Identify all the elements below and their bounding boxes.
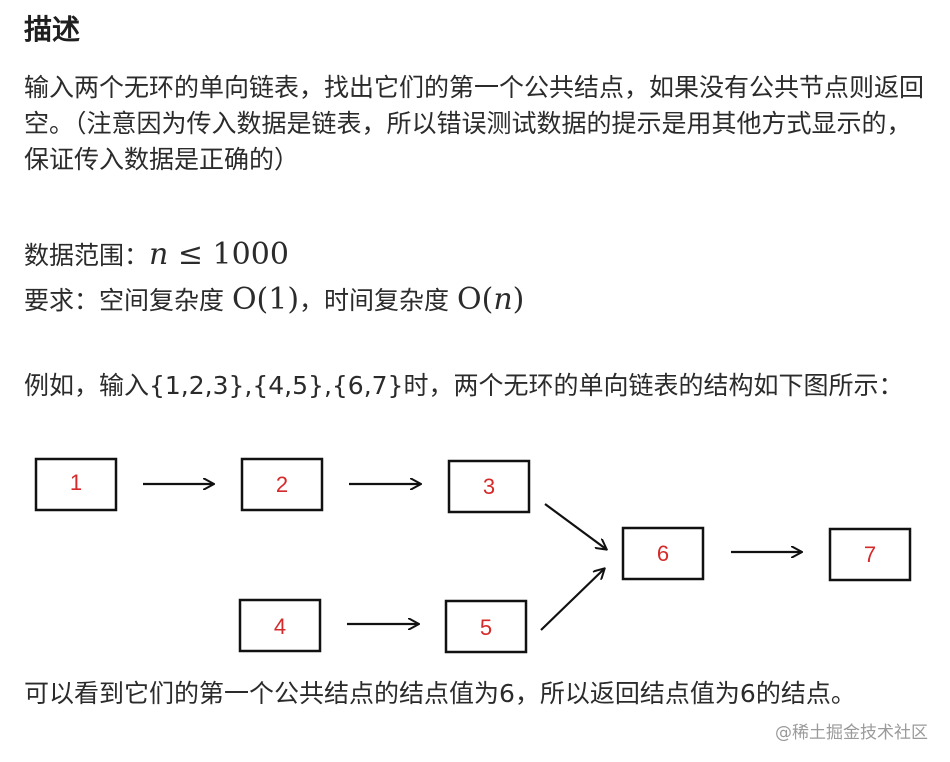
node-label-1: 1 bbox=[70, 470, 82, 495]
requirement-middle: ，时间复杂度 bbox=[299, 286, 457, 315]
arrow-5-to-6 bbox=[540, 569, 604, 631]
node-label-5: 5 bbox=[480, 615, 492, 640]
node-label-4: 4 bbox=[274, 614, 286, 639]
arrow-3-to-6 bbox=[544, 503, 606, 549]
data-range-label: 数据范围： bbox=[24, 241, 150, 270]
node-label-6: 6 bbox=[657, 541, 669, 566]
node-label-7: 7 bbox=[864, 542, 876, 567]
watermark: @稀土掘金技术社区 bbox=[775, 723, 928, 743]
data-range-value: ≤ 1000 bbox=[168, 237, 289, 272]
linked-list-diagram: 1 2 3 4 5 6 7 bbox=[34, 457, 912, 654]
example-description: 例如，输入{1,2,3},{4,5},{6,7}时，两个无环的单向链表的结构如下… bbox=[24, 371, 904, 400]
data-range: 数据范围：n ≤ 1000 bbox=[24, 237, 929, 274]
data-range-var: n bbox=[149, 237, 169, 272]
node-label-2: 2 bbox=[276, 472, 288, 497]
node-box-4: 4 bbox=[238, 598, 322, 653]
conclusion-text: 可以看到它们的第一个公共结点的结点值为6，所以返回结点值为6的结点。 bbox=[24, 679, 856, 708]
node-box-3: 3 bbox=[447, 459, 531, 514]
node-label-3: 3 bbox=[483, 474, 495, 499]
section-heading: 描述 bbox=[24, 13, 81, 46]
time-complexity-suffix: ) bbox=[512, 282, 525, 317]
data-range-formula: n ≤ 1000 bbox=[149, 237, 289, 272]
complexity-requirement: 要求：空间复杂度 O(1)，时间复杂度 O(n) bbox=[24, 282, 929, 319]
problem-description: 输入两个无环的单向链表，找出它们的第一个公共结点，如果没有公共节点则返回空。（注… bbox=[24, 73, 925, 174]
node-box-1: 1 bbox=[34, 457, 118, 512]
time-complexity: O(n) bbox=[457, 282, 524, 317]
node-box-7: 7 bbox=[828, 527, 912, 582]
node-box-5: 5 bbox=[444, 599, 528, 654]
node-box-2: 2 bbox=[240, 457, 324, 512]
time-complexity-prefix: O( bbox=[457, 282, 494, 317]
node-box-6: 6 bbox=[621, 526, 705, 581]
space-complexity: O(1) bbox=[231, 282, 300, 317]
requirement-label: 要求：空间复杂度 bbox=[24, 286, 232, 315]
time-complexity-var: n bbox=[493, 282, 513, 317]
